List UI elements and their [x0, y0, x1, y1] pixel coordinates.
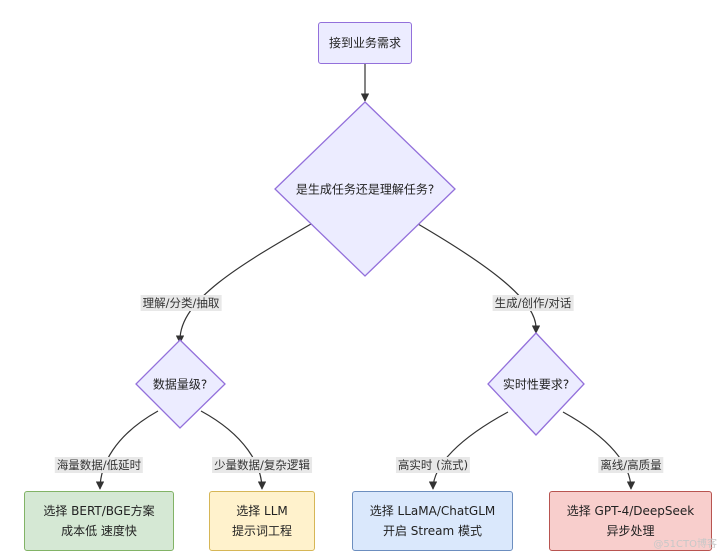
node-llm-line1: 选择 LLM	[236, 504, 288, 518]
edge-realtime-to-llama	[428, 411, 509, 490]
node-bert: 选择 BERT/BGE方案 成本低 速度快	[24, 491, 174, 551]
edge-label-high-rt: 高实时 (流式)	[395, 457, 471, 473]
watermark: @51CTO博客	[653, 539, 717, 550]
edge-label-massive: 海量数据/低延时	[54, 457, 144, 473]
node-llama-line1: 选择 LLaMA/ChatGLM	[369, 504, 496, 518]
edge-label-understand: 理解/分类/抽取	[140, 295, 222, 311]
node-llama-line2: 开启 Stream 模式	[382, 524, 483, 538]
node-llm-line2: 提示词工程	[231, 524, 292, 538]
edge-task-to-volume	[175, 223, 312, 344]
node-start: 接到业务需求	[318, 22, 412, 64]
edge-label-generate: 生成/创作/对话	[492, 295, 574, 311]
edge-volume-to-llm	[200, 410, 267, 490]
edge-task-to-realtime	[417, 223, 541, 334]
decision-data-volume-label: 数据量级?	[152, 377, 208, 392]
decision-task-type-diamond	[274, 101, 456, 277]
decision-task-type-label: 是生成任务还是理解任务?	[295, 182, 435, 197]
decision-realtime-diamond	[487, 332, 585, 436]
node-llm: 选择 LLM 提示词工程	[209, 491, 315, 551]
node-gpt-line2: 异步处理	[606, 524, 655, 538]
decision-data-volume-diamond	[135, 339, 226, 429]
node-gpt-line1: 选择 GPT-4/DeepSeek	[566, 504, 695, 518]
edge-label-offline: 离线/高质量	[598, 457, 664, 473]
node-llama: 选择 LLaMA/ChatGLM 开启 Stream 模式	[352, 491, 513, 551]
edge-volume-to-bert	[95, 410, 159, 490]
node-start-label: 接到业务需求	[328, 36, 401, 50]
node-bert-line2: 成本低 速度快	[61, 524, 137, 538]
node-bert-line1: 选择 BERT/BGE方案	[43, 504, 155, 518]
node-gpt: 选择 GPT-4/DeepSeek 异步处理	[549, 491, 712, 551]
edge-realtime-to-gpt	[562, 411, 636, 490]
decision-realtime-label: 实时性要求?	[502, 377, 570, 392]
edge-label-small: 少量数据/复杂逻辑	[212, 457, 312, 473]
